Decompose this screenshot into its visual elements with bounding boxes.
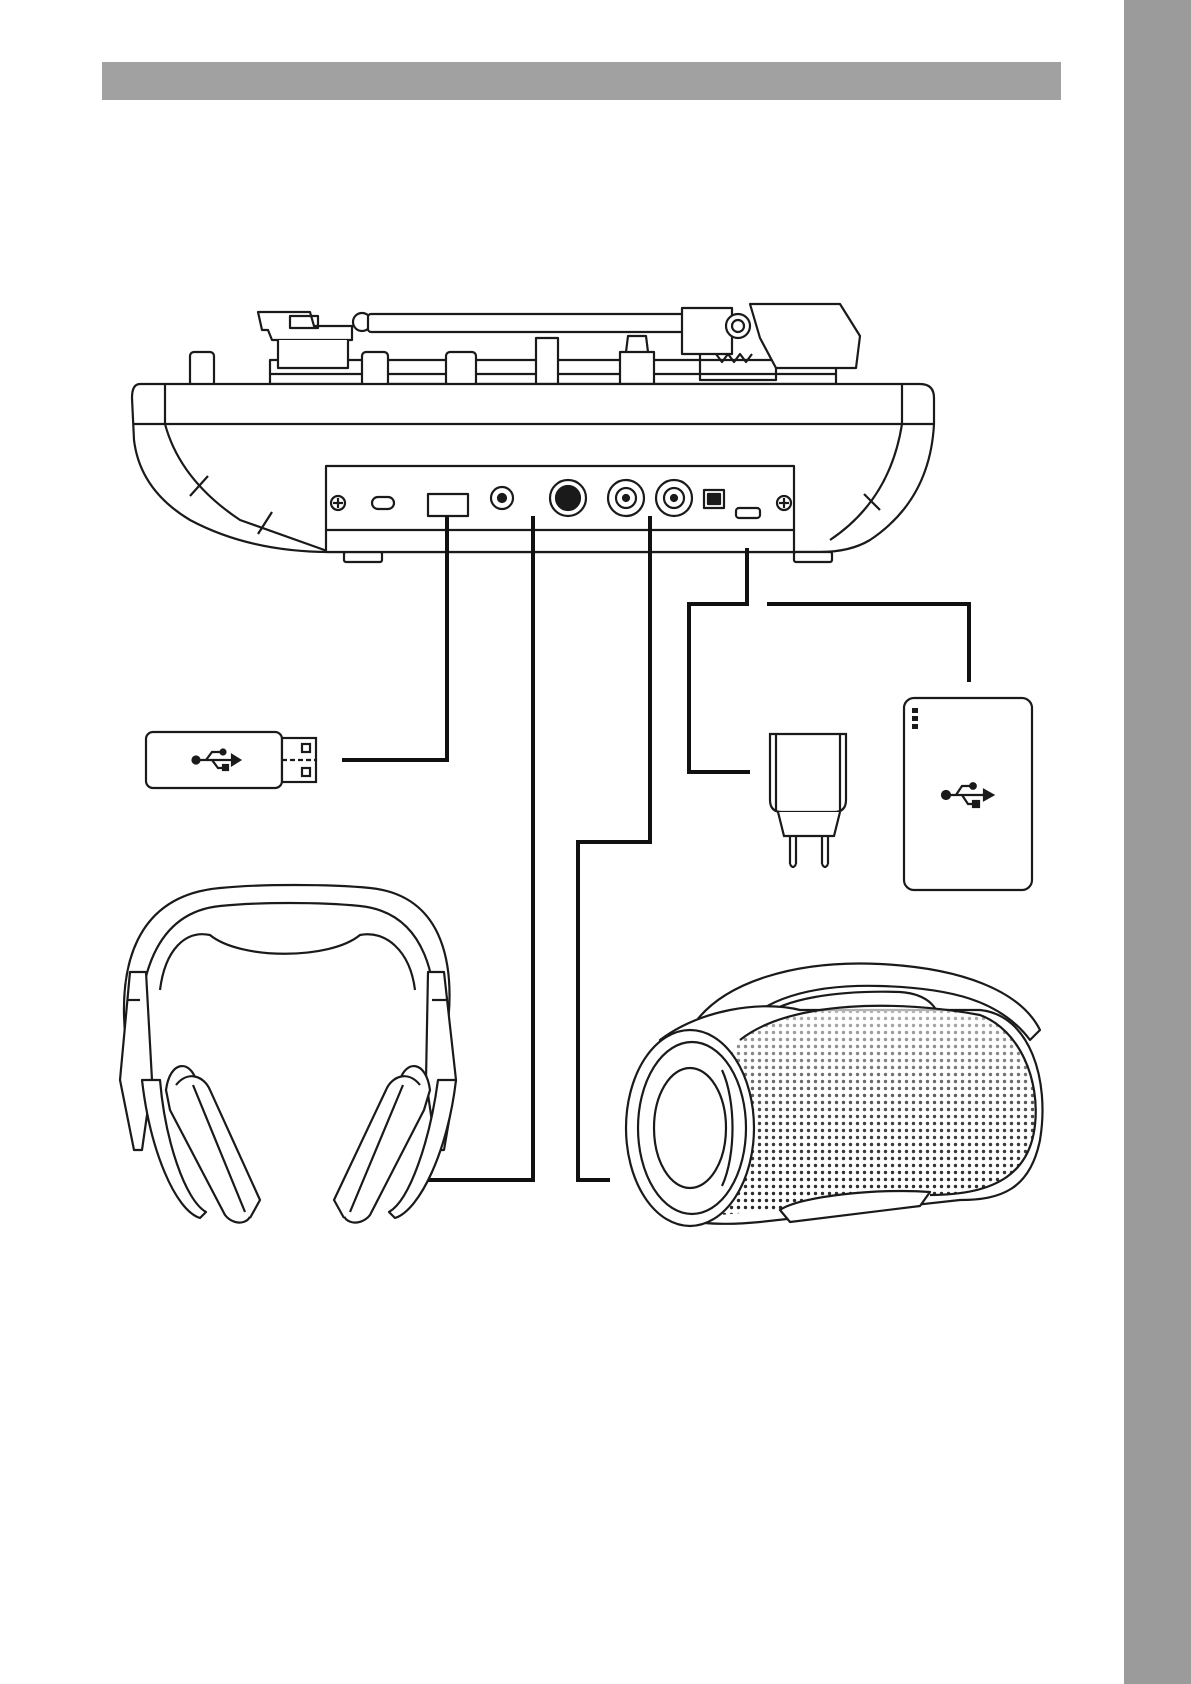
usb-port (428, 494, 468, 516)
line-power-a (689, 548, 750, 772)
usb-flash-drive (146, 732, 316, 788)
portable-speaker (626, 964, 1060, 1230)
line-power-b (767, 604, 969, 682)
micro-usb-port (736, 508, 760, 518)
power-switch (372, 497, 394, 509)
tonearm (368, 314, 690, 332)
headphones (120, 885, 456, 1223)
power-adapter (770, 734, 846, 867)
rear-panel (326, 466, 794, 552)
power-bank (904, 698, 1032, 890)
